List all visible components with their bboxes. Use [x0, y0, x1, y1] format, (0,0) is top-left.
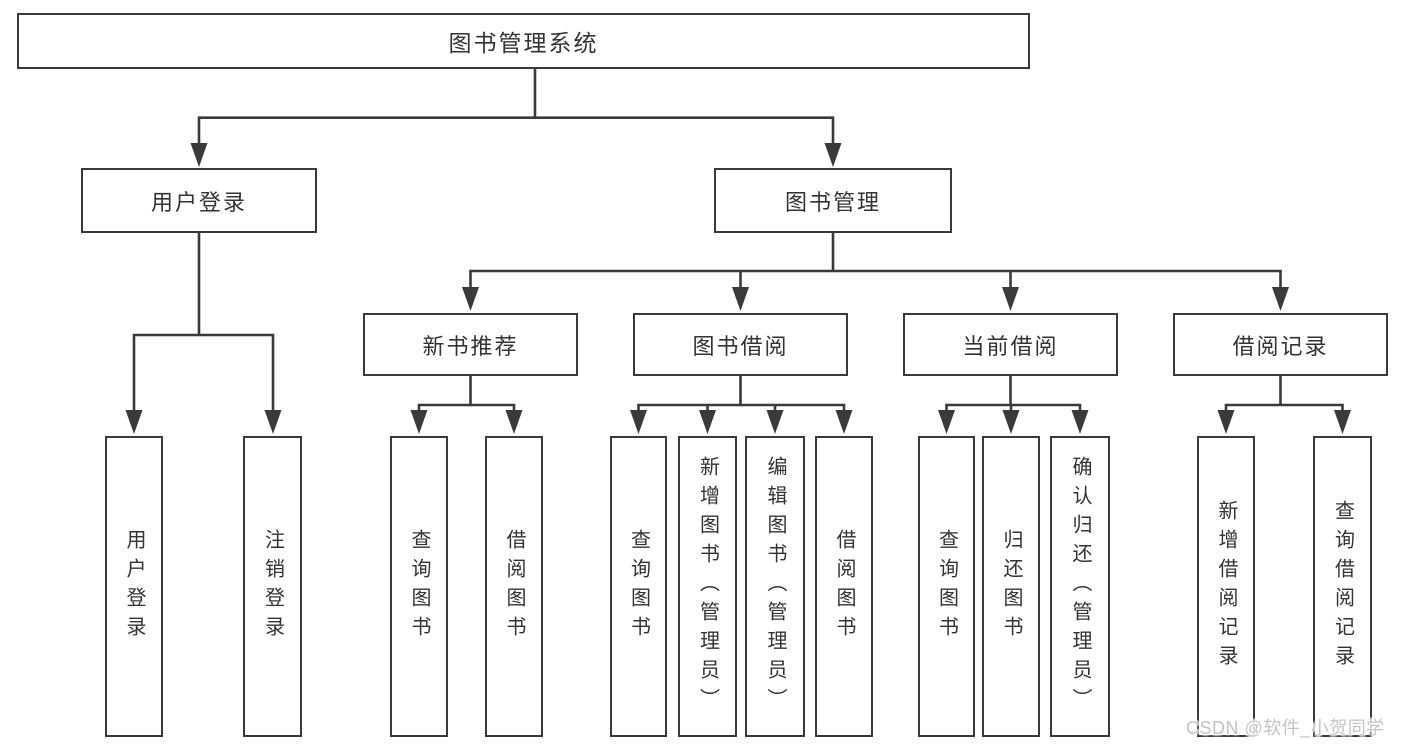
leaf-query-books-borrowing: 查询图书 — [610, 436, 667, 737]
leaf-add-borrow-record: 新增借阅记录 — [1197, 436, 1255, 737]
leaf-query-borrow-record-label: 查询借阅记录 — [1331, 499, 1354, 674]
leaf-query-books-borrowing-label: 查询图书 — [627, 528, 650, 645]
node-borrow-records: 借阅记录 — [1173, 313, 1388, 376]
node-book-management-label: 图书管理 — [784, 189, 881, 215]
leaf-borrow-books-borrowing: 借阅图书 — [815, 436, 873, 737]
leaf-user-login: 用户登录 — [105, 436, 163, 737]
leaf-add-borrow-record-label: 新增借阅记录 — [1215, 499, 1237, 674]
leaf-query-books-current-label: 查询图书 — [935, 528, 958, 645]
leaf-query-borrow-record: 查询借阅记录 — [1313, 436, 1372, 737]
leaf-logout-label: 注销登录 — [261, 528, 284, 645]
leaf-return-books: 归还图书 — [982, 436, 1040, 737]
leaf-return-books-label: 归还图书 — [1000, 528, 1022, 645]
leaf-edit-book-admin: 编辑图书（管理员） — [745, 436, 805, 737]
node-current-borrowing-label: 当前借阅 — [962, 333, 1059, 359]
node-book-management: 图书管理 — [714, 168, 952, 233]
leaf-confirm-return-admin: 确认归还（管理员） — [1050, 436, 1110, 737]
node-book-borrowing-label: 图书借阅 — [692, 333, 789, 359]
node-new-book-recommend: 新书推荐 — [363, 313, 578, 376]
leaf-borrow-books-recommend-label: 借阅图书 — [503, 528, 525, 645]
leaf-borrow-books-recommend: 借阅图书 — [485, 436, 543, 737]
csdn-watermark: CSDN @软件_小贺同学 — [1186, 718, 1385, 738]
node-root-label: 图书管理系统 — [448, 30, 599, 56]
leaf-add-book-admin: 新增图书（管理员） — [678, 436, 737, 737]
node-user-login: 用户登录 — [81, 168, 317, 233]
leaf-confirm-return-admin-label: 确认归还（管理员） — [1069, 456, 1091, 717]
arrow-down-icons — [125, 143, 1351, 434]
leaf-query-books-recommend: 查询图书 — [390, 436, 448, 737]
leaf-logout: 注销登录 — [243, 436, 302, 737]
leaf-query-books-recommend-label: 查询图书 — [408, 528, 430, 645]
node-current-borrowing: 当前借阅 — [903, 313, 1118, 376]
node-user-login-label: 用户登录 — [150, 189, 247, 215]
leaf-query-books-current: 查询图书 — [918, 436, 975, 737]
node-book-borrowing: 图书借阅 — [633, 313, 848, 376]
node-borrow-records-label: 借阅记录 — [1232, 333, 1329, 359]
leaf-user-login-label: 用户登录 — [123, 528, 145, 645]
node-root: 图书管理系统 — [17, 13, 1030, 69]
leaf-edit-book-admin-label: 编辑图书（管理员） — [764, 456, 786, 717]
node-new-book-recommend-label: 新书推荐 — [422, 333, 519, 359]
leaf-add-book-admin-label: 新增图书（管理员） — [696, 456, 719, 717]
leaf-borrow-books-borrowing-label: 借阅图书 — [833, 528, 855, 645]
